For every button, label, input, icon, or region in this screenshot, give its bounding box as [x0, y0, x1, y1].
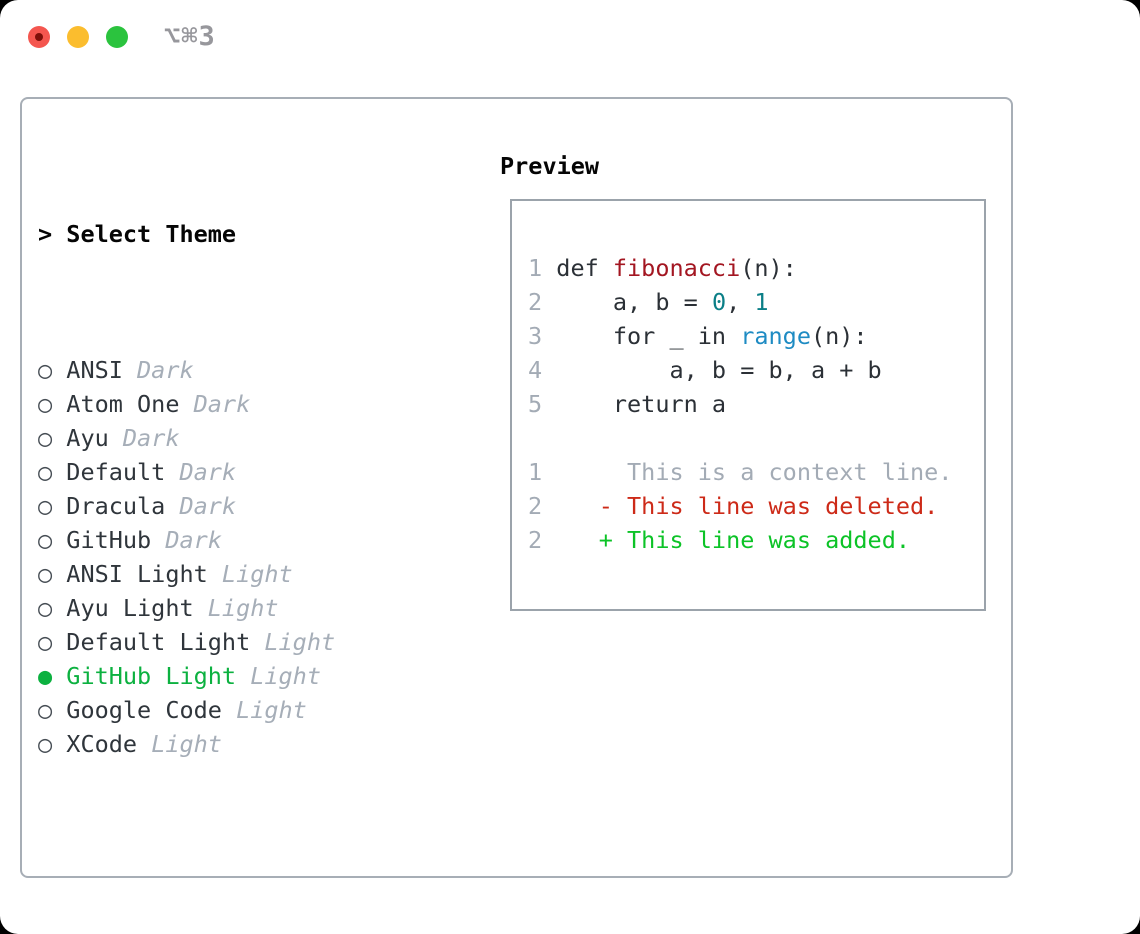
theme-list: ○ ANSI Dark○ Atom One Dark○ Ayu Dark○ De…: [38, 353, 434, 761]
theme-item[interactable]: ○ Default Light Light: [38, 625, 434, 659]
radio-unselected-icon: ○: [38, 730, 67, 758]
preview-title: Preview: [500, 152, 600, 180]
code-token: def: [556, 254, 613, 282]
theme-item[interactable]: ○ ANSI Light Light: [38, 557, 434, 591]
code-token: 2: [528, 288, 557, 316]
code-token: for _ in: [556, 322, 741, 350]
theme-item-label: Dracula: [66, 492, 166, 520]
theme-item-label: Default: [66, 458, 166, 486]
code-token: 5: [528, 390, 557, 418]
code-token: 2: [528, 526, 557, 554]
window-title-shortcut: ⌥⌘3: [164, 21, 216, 52]
left-column: > Select Theme ○ ANSI Dark○ Atom One Dar…: [38, 149, 434, 934]
code-line: 2 a, b = 0, 1: [528, 285, 952, 319]
theme-item[interactable]: ○ Atom One Dark: [38, 387, 434, 421]
theme-item[interactable]: ○ Default Dark: [38, 455, 434, 489]
theme-item-label: Default Light: [66, 628, 251, 656]
theme-item-variant: Light: [193, 594, 279, 622]
theme-item-variant: Light: [250, 628, 336, 656]
code-line: 4 a, b = b, a + b: [528, 353, 952, 387]
theme-item[interactable]: ○ XCode Light: [38, 727, 434, 761]
radio-unselected-icon: ○: [38, 424, 67, 452]
code-token: 1: [754, 288, 769, 316]
theme-item[interactable]: ○ Dracula Dark: [38, 489, 434, 523]
code-line: [528, 421, 952, 455]
code-token: 0: [711, 288, 727, 316]
theme-item-label: GitHub: [66, 526, 152, 554]
theme-item-label: Google Code: [66, 696, 222, 724]
code-line: 5 return a: [528, 387, 952, 421]
code-token: 2: [528, 492, 557, 520]
theme-item-label: Ayu Light: [66, 594, 194, 622]
theme-item-variant: Light: [207, 560, 293, 588]
theme-picker-panel: > Select Theme ○ ANSI Dark○ Atom One Dar…: [20, 97, 1013, 878]
radio-selected-icon: ●: [38, 662, 67, 690]
theme-item-variant: Dark: [165, 492, 237, 520]
theme-item-variant: Dark: [122, 356, 194, 384]
theme-item-variant: Light: [236, 662, 321, 690]
radio-unselected-icon: ○: [38, 526, 67, 554]
radio-unselected-icon: ○: [38, 390, 67, 418]
radio-unselected-icon: ○: [38, 696, 67, 724]
code-line: 2 + This line was added.: [528, 523, 952, 557]
code-token: 3: [528, 322, 557, 350]
theme-item[interactable]: ○ ANSI Dark: [38, 353, 434, 387]
theme-item-variant: Light: [221, 696, 307, 724]
theme-item-variant: Dark: [108, 424, 180, 452]
radio-unselected-icon: ○: [38, 594, 67, 622]
code-token: 1: [528, 458, 557, 486]
code-token: 1: [528, 254, 557, 282]
close-button-icon[interactable]: [28, 26, 50, 48]
code-token: a, b = b, a + b: [556, 356, 882, 384]
theme-item-label: ANSI: [66, 356, 123, 384]
theme-item-label: GitHub Light: [66, 662, 237, 690]
theme-item-variant: Dark: [165, 458, 237, 486]
zoom-button-icon[interactable]: [106, 26, 128, 48]
code-line: 1 This is a context line.: [528, 455, 952, 489]
theme-item[interactable]: ○ Ayu Light Light: [38, 591, 434, 625]
theme-picker-header-row: > Select Theme: [38, 217, 434, 251]
radio-unselected-icon: ○: [38, 356, 67, 384]
theme-item-label: Ayu: [66, 424, 109, 452]
focus-prompt-icon: >: [38, 220, 67, 248]
theme-item[interactable]: ○ Google Code Light: [38, 693, 434, 727]
code-token: (n):: [810, 322, 868, 350]
theme-item-label: XCode: [66, 730, 138, 758]
theme-item[interactable]: ○ Ayu Dark: [38, 421, 434, 455]
code-token: + This line was added.: [556, 526, 911, 554]
theme-item[interactable]: ○ GitHub Dark: [38, 523, 434, 557]
theme-item-variant: Dark: [179, 390, 251, 418]
code-line: 1 def fibonacci(n):: [528, 251, 952, 285]
code-token: fibonacci: [612, 254, 741, 282]
theme-item-variant: Light: [137, 730, 222, 758]
theme-item-label: ANSI Light: [66, 560, 208, 588]
theme-item-label: Atom One: [66, 390, 180, 418]
minimize-button-icon[interactable]: [67, 26, 89, 48]
spacer-row: [38, 863, 434, 897]
code-token: - This line was deleted.: [556, 492, 939, 520]
radio-unselected-icon: ○: [38, 492, 67, 520]
code-token: range: [740, 322, 811, 350]
theme-item[interactable]: ● GitHub Light Light: [38, 659, 434, 693]
code-line: 3 for _ in range(n):: [528, 319, 952, 353]
radio-unselected-icon: ○: [38, 560, 67, 588]
code-line: 2 - This line was deleted.: [528, 489, 952, 523]
code-token: a, b =: [556, 288, 712, 316]
code-token: 4: [528, 356, 557, 384]
code-token: This is a context line.: [556, 458, 953, 486]
theme-picker-title: Select Theme: [66, 220, 237, 248]
code-token: (n):: [740, 254, 797, 282]
code-token: ,: [726, 288, 755, 316]
theme-item-variant: Dark: [151, 526, 222, 554]
code-token: return a: [556, 390, 727, 418]
radio-unselected-icon: ○: [38, 458, 67, 486]
radio-unselected-icon: ○: [38, 628, 67, 656]
